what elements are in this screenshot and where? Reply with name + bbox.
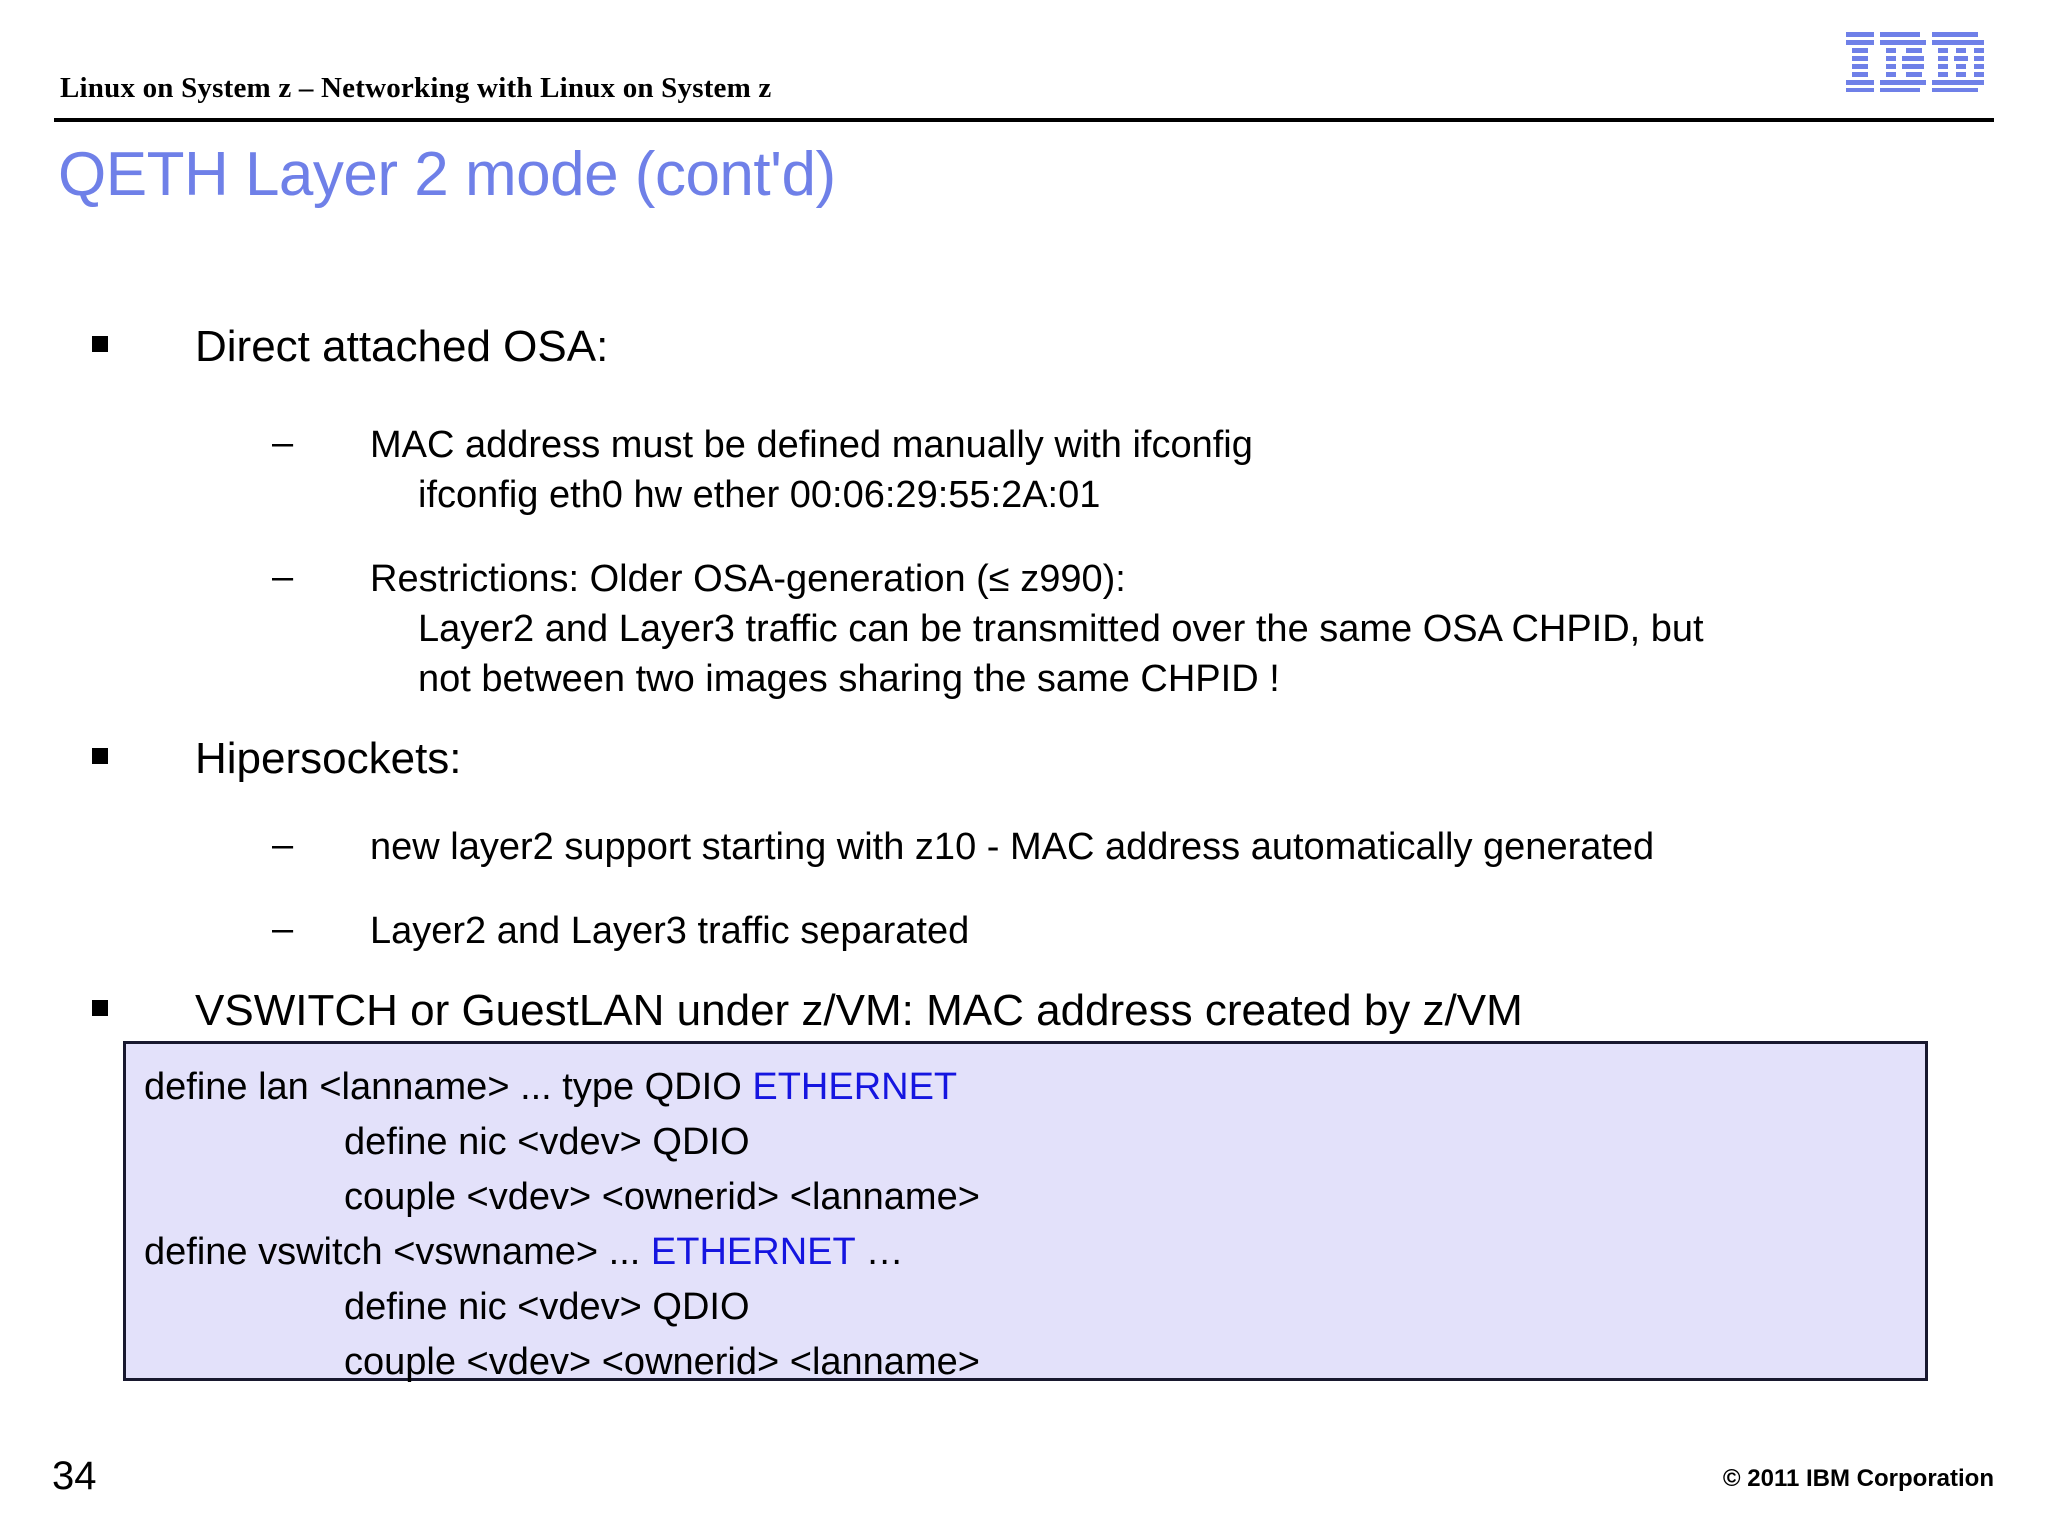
bullet-level1-hipersockets: Hipersockets: (0, 730, 2048, 788)
dash-bullet-icon: – (272, 422, 294, 464)
dash-bullet-icon: – (272, 908, 294, 950)
copyright-notice: © 2011 IBM Corporation (1722, 1465, 1994, 1492)
bullet-level1-label: VSWITCH or GuestLAN under z/VM: MAC addr… (195, 986, 1523, 1035)
code-line: couple <vdev> <ownerid> <lanname> (144, 1335, 1925, 1390)
bullet-level2-restrictions: – Restrictions: Older OSA-generation (≤ … (0, 554, 2048, 704)
code-line: define nic <vdev> QDIO (144, 1115, 1925, 1170)
code-line: define lan <lanname> ... type QDIO ETHER… (144, 1060, 1925, 1115)
code-line: define nic <vdev> QDIO (144, 1280, 1925, 1335)
bullet-level1-vswitch-guestlan: VSWITCH or GuestLAN under z/VM: MAC addr… (0, 982, 2048, 1040)
code-text: define lan <lanname> ... type QDIO (144, 1066, 753, 1108)
code-keyword: ETHERNET (650, 1231, 856, 1273)
bullet-level2-mac-address: – MAC address must be defined manually w… (0, 420, 2048, 520)
dash-bullet-icon: – (272, 556, 294, 598)
code-text: couple <vdev> <ownerid> <lanname> (344, 1176, 980, 1218)
bullet-level1-direct-attached-osa: Direct attached OSA: (0, 318, 2048, 376)
bullet-level1-label: Hipersockets: (195, 734, 462, 783)
square-bullet-icon (92, 748, 108, 764)
square-bullet-icon (92, 1000, 108, 1016)
code-text: define nic <vdev> QDIO (344, 1121, 750, 1163)
bullet-level3-label: not between two images sharing the same … (418, 658, 1280, 700)
bullet-level2-label: Layer2 and Layer3 traffic separated (370, 910, 970, 952)
bullet-level2-new-layer2-support: – new layer2 support starting with z10 -… (0, 822, 2048, 872)
bullet-level2-label: Restrictions: Older OSA-generation (≤ z9… (370, 558, 1126, 600)
code-text: define nic <vdev> QDIO (344, 1286, 750, 1328)
code-text: couple <vdev> <ownerid> <lanname> (344, 1341, 980, 1383)
bullet-level3-label: ifconfig eth0 hw ether 00:06:29:55:2A:01 (418, 474, 1101, 516)
page-number: 34 (52, 1454, 97, 1498)
code-line: define vswitch <vswname> ... ETHERNET … (144, 1225, 1925, 1280)
dash-bullet-icon: – (272, 824, 294, 866)
bullet-level2-traffic-separated: – Layer2 and Layer3 traffic separated (0, 906, 2048, 956)
code-example-box: define lan <lanname> ... type QDIO ETHER… (123, 1041, 1928, 1383)
code-text: define vswitch <vswname> ... (144, 1231, 651, 1273)
code-line: couple <vdev> <ownerid> <lanname> (144, 1170, 1925, 1225)
code-keyword: ETHERNET (752, 1066, 958, 1108)
page-title: QETH Layer 2 mode (cont'd) (58, 140, 836, 209)
bullet-level2-label: new layer2 support starting with z10 - M… (370, 826, 1655, 868)
header-breadcrumb-title: Linux on System z – Networking with Linu… (60, 72, 772, 104)
code-text-tail: … (855, 1231, 904, 1273)
bullet-level3-label: Layer2 and Layer3 traffic can be transmi… (418, 608, 1704, 650)
slide-body: Direct attached OSA: – MAC address must … (0, 318, 2048, 1040)
header-divider-rule (54, 118, 1994, 122)
square-bullet-icon (92, 336, 108, 352)
slide-header: Linux on System z – Networking with Linu… (0, 0, 2048, 128)
bullet-level2-label: MAC address must be defined manually wit… (370, 424, 1253, 466)
bullet-level1-label: Direct attached OSA: (195, 322, 609, 371)
ibm-logo-icon (1844, 28, 1992, 92)
